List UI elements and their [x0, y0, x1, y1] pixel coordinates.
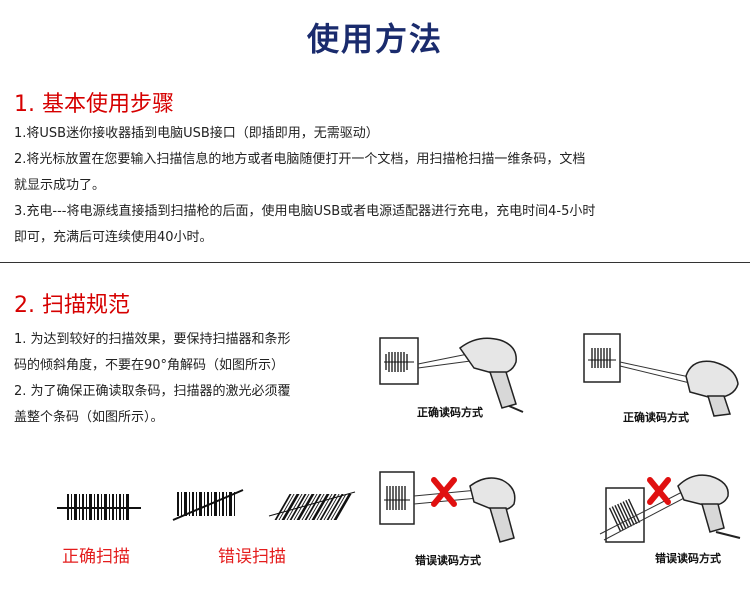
scanner-gun-icon	[469, 477, 516, 543]
caption-correct-scan: 正确扫描	[62, 547, 130, 567]
caption-wrong-read-2: 错误读码方式	[655, 552, 721, 565]
scanner-gun-icon	[685, 360, 739, 417]
scanner-gun-icon	[458, 337, 524, 413]
barcode-correct-icon	[57, 494, 141, 520]
step-line: 即可，充满后可连续使用40小时。	[14, 230, 213, 245]
barcode-scan-illustrations	[57, 489, 356, 521]
section-divider	[0, 262, 750, 263]
step-line: 1.将USB迷你接收器插到电脑USB接口（即插即用，无需驱动）	[14, 126, 379, 141]
scan-guide-text: 1. 为达到较好的扫描效果，要保持扫描器和条形 码的倾斜角度，不要在90°角解码…	[14, 327, 354, 431]
section-heading-scan-guide: 2. 扫描规范	[14, 293, 130, 318]
caption-wrong-read-1: 错误读码方式	[415, 554, 481, 567]
guide-line: 盖整个条码（如图所示）。	[14, 410, 164, 425]
scanner-gun-icon	[677, 474, 741, 539]
scanner-correct-angle-figure	[379, 337, 524, 413]
cross-mark-icon	[647, 477, 671, 505]
section-heading-basic-steps: 1. 基本使用步骤	[14, 92, 174, 117]
scanner-wrong-angle-figure	[379, 471, 516, 543]
guide-line: 1. 为达到较好的扫描效果，要保持扫描器和条形	[14, 332, 291, 347]
scanner-wrong-angle-figure-2	[599, 474, 741, 543]
step-line: 2.将光标放置在您要输入扫描信息的地方或者电脑随便打开一个文档，用扫描枪扫描一维…	[14, 152, 586, 167]
step-line: 就显示成功了。	[14, 178, 106, 193]
caption-wrong-scan: 错误扫描	[218, 547, 286, 567]
basic-steps-text: 1.将USB迷你接收器插到电脑USB接口（即插即用，无需驱动） 2.将光标放置在…	[14, 121, 714, 251]
caption-correct-read-2: 正确读码方式	[623, 411, 689, 424]
page-title: 使用方法	[306, 20, 443, 58]
caption-correct-read-1: 正确读码方式	[417, 406, 483, 419]
barcode-wrong-tilt-icon	[172, 489, 244, 521]
scanner-correct-angle-figure-2	[583, 333, 739, 417]
guide-line: 码的倾斜角度，不要在90°角解码（如图所示）	[14, 358, 285, 373]
barcode-wrong-skew-icon	[268, 491, 356, 520]
step-line: 3.充电---将电源线直接插到扫描枪的后面，使用电脑USB或者电源适配器进行充电…	[14, 204, 596, 219]
cross-mark-icon	[431, 477, 457, 507]
guide-line: 2. 为了确保正确读取条码，扫描器的激光必须覆	[14, 384, 291, 399]
